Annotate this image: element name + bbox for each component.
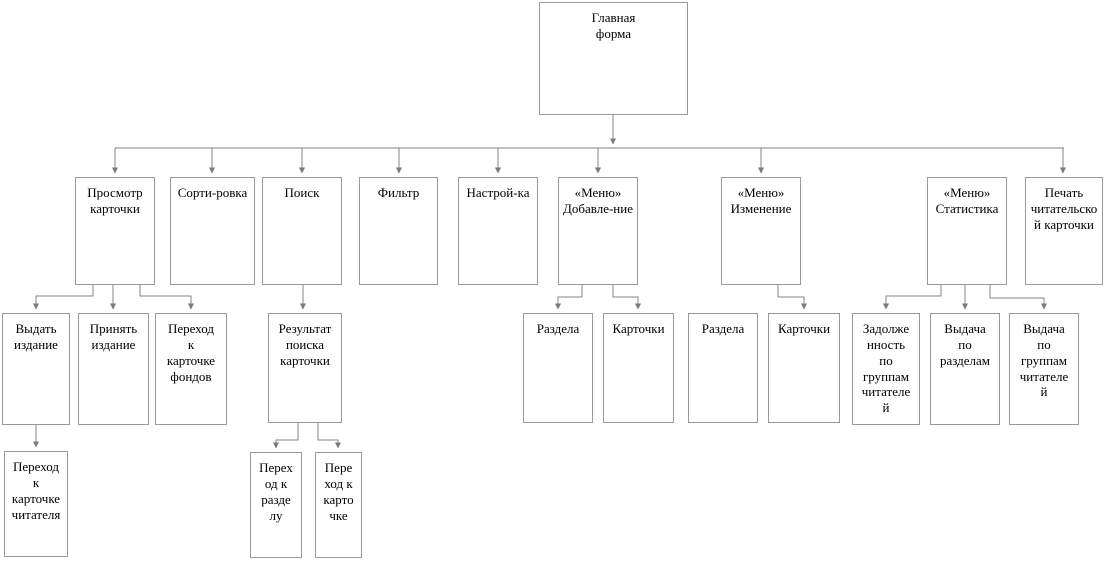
- node-search: Поиск: [262, 177, 342, 285]
- node-issue-by-reader-groups: Выдача по группам читателе й: [1009, 313, 1079, 425]
- edge-add-section: [555, 285, 583, 310]
- node-goto-section: Перех од к разде лу: [250, 452, 302, 558]
- node-search-result: Результат поиска карточки: [268, 313, 342, 423]
- node-accept-edition: Принять издание: [78, 313, 149, 425]
- node-add-section: Раздела: [523, 313, 593, 423]
- node-issue-edition: Выдать издание: [2, 313, 70, 425]
- node-goto-card: Пере ход к карто чке: [315, 452, 362, 558]
- node-print-reader-card: Печать читательско й карточки: [1025, 177, 1103, 285]
- node-menu-edit: «Меню» Изменение: [721, 177, 801, 285]
- node-menu-add: «Меню» Добавле-ние: [558, 177, 638, 285]
- edge-edit-card: [777, 285, 807, 310]
- node-goto-reader-card: Переход к карточке читателя: [4, 451, 68, 557]
- node-main-form: Главная форма: [539, 2, 688, 115]
- node-menu-statistics: «Меню» Статистика: [927, 177, 1007, 285]
- node-view-card: Просмотр карточки: [75, 177, 155, 285]
- node-debt-by-reader-groups: Задолже нность по группам читателе й: [852, 313, 920, 425]
- node-edit-section: Раздела: [688, 313, 758, 423]
- edge-add-card: [612, 285, 641, 310]
- edge-result-section: [273, 423, 299, 449]
- edge-stats-groups: [989, 285, 1047, 310]
- node-add-card: Карточки: [603, 313, 674, 423]
- edge-result-card: [317, 423, 341, 449]
- node-edit-card: Карточки: [768, 313, 840, 423]
- edge-stats-debt: [883, 285, 942, 310]
- node-settings: Настрой-ка: [458, 177, 538, 285]
- node-goto-fund-card: Переход к карточке фондов: [155, 313, 227, 425]
- node-filter: Фильтр: [359, 177, 438, 285]
- edge-view-issue: [33, 285, 94, 310]
- node-sorting: Сорти-ровка: [170, 177, 255, 285]
- node-issue-by-sections: Выдача по разделам: [930, 313, 1000, 425]
- edge-view-fund: [139, 285, 194, 310]
